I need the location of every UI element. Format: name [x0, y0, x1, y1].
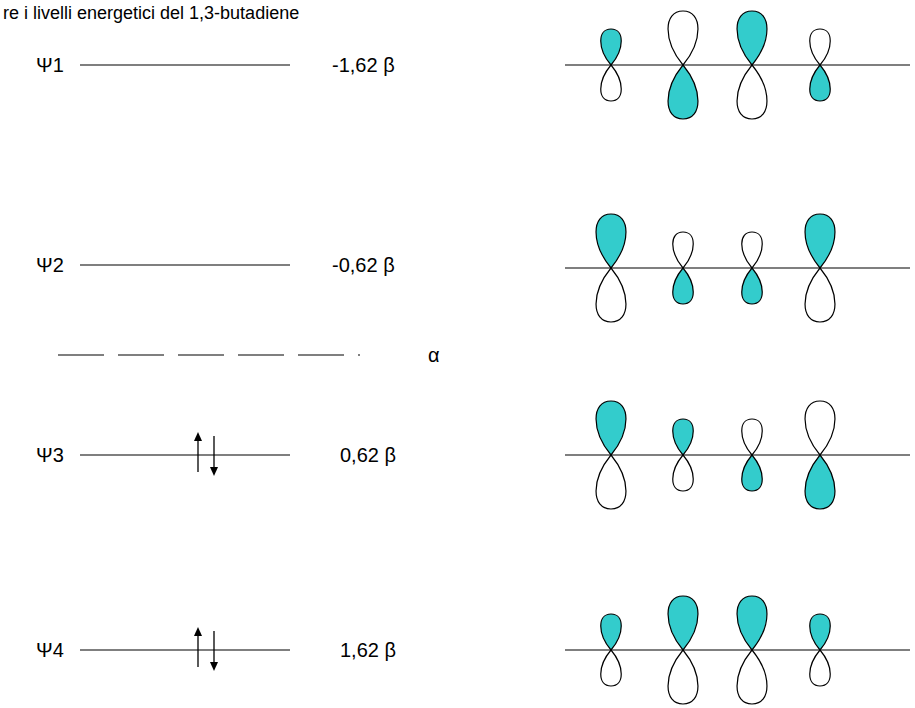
orbital-axis — [565, 267, 910, 268]
p-orbital-lobe — [810, 614, 830, 650]
p-orbital-lobe — [737, 11, 767, 65]
p-orbital-lobe — [810, 650, 830, 686]
p-orbital-lobe — [737, 650, 767, 704]
p-orbital-lobe — [601, 29, 621, 65]
p-orbital-lobe — [805, 214, 835, 268]
p-orbital-lobe — [742, 268, 762, 304]
alpha-reference-line — [58, 354, 360, 355]
orbital-name: Ψ2 — [36, 254, 64, 276]
p-orbital-lobe — [668, 650, 698, 704]
p-orbital-lobe — [742, 419, 762, 455]
molecular-orbital — [565, 401, 910, 509]
p-orbital-lobe — [601, 614, 621, 650]
p-orbital-lobe — [668, 596, 698, 650]
p-orbital-lobe — [601, 65, 621, 101]
p-orbital-lobe — [805, 401, 835, 455]
p-orbital-lobe — [737, 596, 767, 650]
p-orbital-lobe — [737, 65, 767, 119]
p-orbital-lobe — [810, 29, 830, 65]
p-orbital-lobe — [596, 214, 626, 268]
energy-level-line — [80, 649, 290, 650]
p-orbital-lobe — [596, 268, 626, 322]
electron-spin-arrow — [194, 627, 202, 667]
p-orbital-lobe — [596, 401, 626, 455]
molecular-orbital — [565, 596, 910, 704]
p-orbital-lobe — [810, 65, 830, 101]
energy-value: 0,62 β — [340, 444, 396, 466]
p-orbital-lobe — [668, 65, 698, 119]
p-orbital-lobe — [673, 419, 693, 455]
p-orbital-lobe — [805, 455, 835, 509]
electron-spin-arrow — [210, 631, 218, 671]
orbital-name: Ψ3 — [36, 444, 64, 466]
orbital-axis — [565, 649, 910, 650]
p-orbital-lobe — [742, 232, 762, 268]
p-orbital-lobe — [742, 455, 762, 491]
energy-value: -1,62 β — [332, 54, 395, 76]
alpha-label: α — [428, 344, 440, 366]
p-orbital-lobe — [601, 650, 621, 686]
orbital-name: Ψ1 — [36, 54, 64, 76]
orbital-axis — [565, 64, 910, 65]
orbital-axis — [565, 454, 910, 455]
p-orbital-lobe — [673, 232, 693, 268]
molecular-orbital — [565, 11, 910, 119]
energy-level-line — [80, 264, 290, 265]
p-orbital-lobe — [673, 268, 693, 304]
energy-level-line — [80, 454, 290, 455]
energy-value: 1,62 β — [340, 639, 396, 661]
molecular-orbital — [565, 214, 910, 322]
energy-level-line — [80, 64, 290, 65]
electron-spin-arrow — [194, 432, 202, 472]
orbital-name: Ψ4 — [36, 639, 64, 661]
p-orbital-lobe — [668, 11, 698, 65]
p-orbital-lobe — [673, 455, 693, 491]
energy-value: -0,62 β — [332, 254, 395, 276]
electron-spin-arrow — [210, 436, 218, 476]
diagram-title: re i livelli energetici del 1,3-butadien… — [3, 4, 299, 24]
p-orbital-lobe — [596, 455, 626, 509]
p-orbital-lobe — [805, 268, 835, 322]
